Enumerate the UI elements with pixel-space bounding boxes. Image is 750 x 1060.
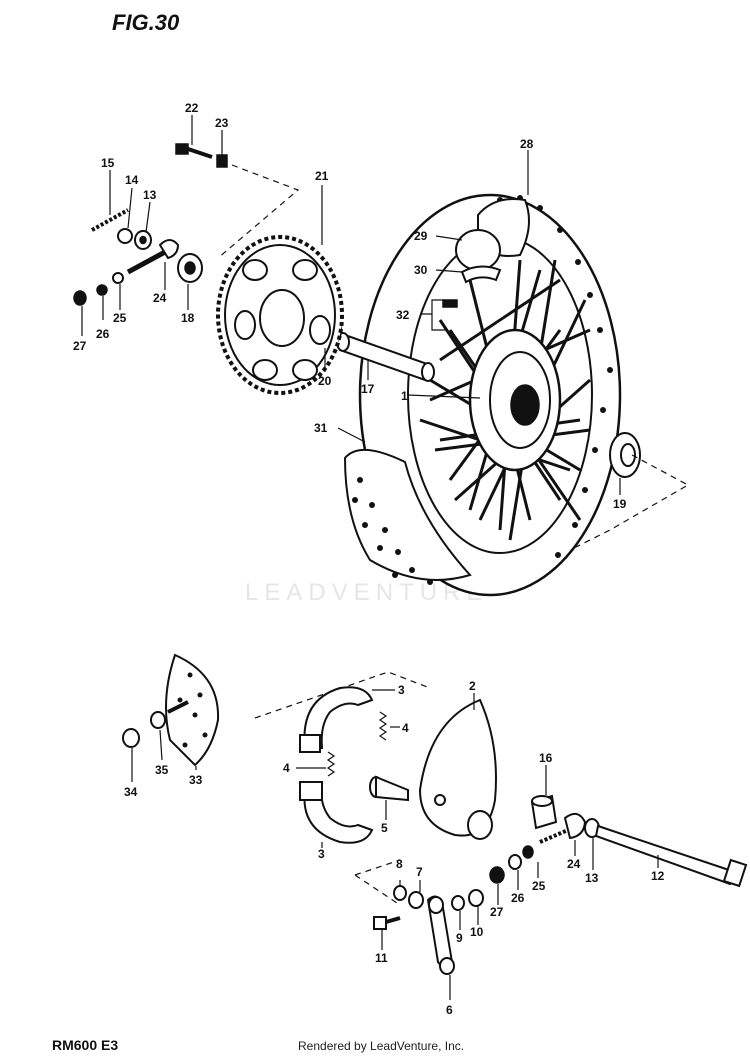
chain-adjuster-24-lower	[539, 812, 587, 844]
callout-3-lower: 3	[318, 847, 325, 861]
cotter-pin-25	[112, 272, 124, 284]
callout-1: 1	[401, 389, 408, 403]
callout-labels: 1 2 3 3 4 4 5 6 7 8 9 10 11 12 13 13 14 …	[73, 101, 665, 1017]
callout-12: 12	[651, 869, 665, 883]
nut-27	[73, 290, 87, 306]
callout-21: 21	[315, 169, 329, 183]
callout-29: 29	[414, 229, 428, 243]
chain-guard-plate	[165, 653, 220, 767]
adjuster-nut-14	[117, 228, 133, 244]
brake-shoe-upper	[299, 686, 374, 753]
washer-13	[134, 230, 152, 250]
callout-16: 16	[539, 751, 553, 765]
washer-7	[408, 891, 424, 909]
brake-arm	[426, 895, 455, 975]
callout-24-upper: 24	[153, 291, 167, 305]
callout-7: 7	[416, 865, 423, 879]
callout-4-right: 4	[402, 721, 409, 735]
callout-2: 2	[469, 679, 476, 693]
rim-band	[460, 265, 502, 284]
callout-34: 34	[124, 785, 138, 799]
nut-27-lower	[489, 866, 505, 884]
callout-33: 33	[189, 773, 203, 787]
shoe-spring-upper	[378, 711, 388, 741]
callout-20: 20	[318, 374, 332, 388]
bearing-19	[609, 432, 641, 478]
cotter-pin-25-lower	[522, 845, 534, 859]
callout-8: 8	[396, 857, 403, 871]
callout-23: 23	[215, 116, 229, 130]
render-credit: Rendered by LeadVenture, Inc.	[298, 1039, 464, 1053]
callout-17: 17	[361, 382, 375, 396]
brake-shoe-lower	[299, 781, 374, 844]
dash-connector-lower	[254, 671, 431, 906]
upper-leader-lines	[81, 115, 621, 495]
callout-26-upper: 26	[96, 327, 110, 341]
chain-adjuster-24	[126, 239, 180, 275]
adjuster-bolt-15	[91, 208, 129, 232]
rear-sprocket	[216, 235, 344, 395]
axle-collar-18	[177, 253, 203, 283]
callout-15: 15	[101, 156, 115, 170]
callout-35: 35	[155, 763, 169, 777]
rear-wheel-hub	[468, 328, 562, 472]
washer-26-lower	[508, 854, 522, 870]
lower-leader-lines	[131, 689, 659, 1000]
callout-25-upper: 25	[113, 311, 127, 325]
dash-connector-upper	[217, 164, 690, 551]
callout-14: 14	[125, 173, 139, 187]
washer-8	[393, 885, 407, 901]
callout-25-lower: 25	[532, 879, 546, 893]
callout-22: 22	[185, 101, 199, 115]
brake-cam	[369, 775, 409, 802]
callout-24-lower: 24	[567, 857, 581, 871]
axle-spacer-16	[530, 794, 558, 830]
watermark: LEADVENTURE	[245, 579, 488, 606]
shoe-spring-lower	[326, 751, 336, 777]
callout-4-left: 4	[283, 761, 290, 775]
axle-spacer	[336, 332, 435, 382]
guard-bolt-35	[150, 700, 189, 729]
callout-18: 18	[181, 311, 195, 325]
washer-26	[96, 284, 108, 296]
figure-title: FIG.30	[112, 10, 180, 35]
brake-panel	[418, 698, 497, 840]
callout-3-upper: 3	[398, 683, 405, 697]
callout-31: 31	[314, 421, 328, 435]
callout-32: 32	[396, 308, 410, 322]
callout-5: 5	[381, 821, 388, 835]
callout-6: 6	[446, 1003, 453, 1017]
model-code: RM600 E3	[52, 1037, 118, 1053]
rear-axle	[594, 824, 748, 888]
inner-tube	[455, 229, 501, 271]
brake-arm-bolt-11	[373, 916, 401, 930]
nut-10	[468, 889, 484, 907]
sprocket-bolt	[175, 143, 213, 159]
callout-19: 19	[613, 497, 627, 511]
washer-9	[451, 895, 465, 911]
callout-10: 10	[470, 925, 484, 939]
callout-27-lower: 27	[490, 905, 504, 919]
callout-28: 28	[520, 137, 534, 151]
callout-13-upper: 13	[143, 188, 157, 202]
spoke-nipples	[442, 299, 458, 308]
callout-26-lower: 26	[511, 891, 525, 905]
callout-9: 9	[456, 931, 463, 945]
guard-nut-34	[122, 728, 140, 748]
callout-13-lower: 13	[585, 871, 599, 885]
callout-27-upper: 27	[73, 339, 87, 353]
callout-11: 11	[375, 951, 388, 965]
callout-30: 30	[414, 263, 428, 277]
